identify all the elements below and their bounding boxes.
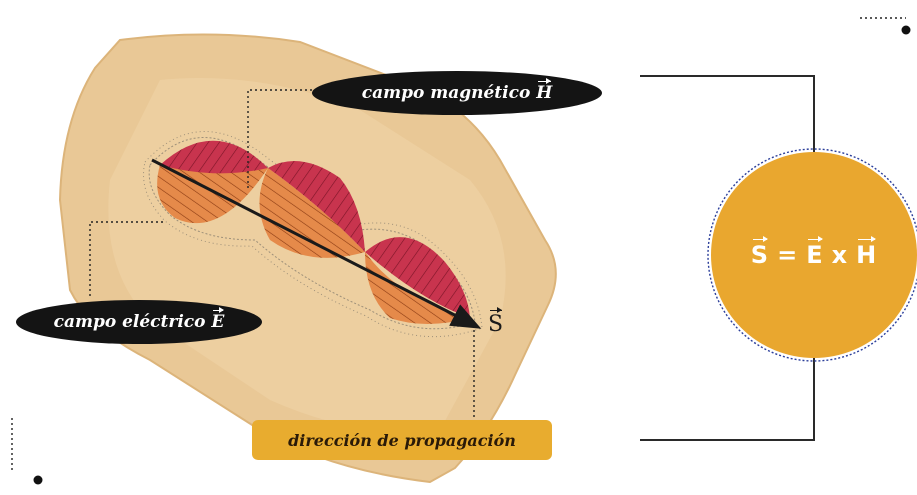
magnetic-wave-mid <box>268 160 365 252</box>
corner-dot-bottom <box>33 475 43 485</box>
poynting-formula: S = E x H <box>711 152 917 358</box>
propagation-direction-label: dirección de propagación <box>252 420 552 460</box>
magnetic-wave <box>160 140 470 318</box>
magnetic-field-text: campo magnético <box>361 83 531 103</box>
formula-e: E <box>806 236 824 269</box>
electric-field-text: campo eléctrico <box>53 312 206 332</box>
formula-bracket <box>640 75 815 441</box>
electric-field-symbol: E <box>211 307 225 332</box>
formula-s: S <box>750 236 770 269</box>
poynting-vector-symbol: S <box>488 307 504 337</box>
formula-equals: = <box>777 241 799 269</box>
formula-h: H <box>856 236 878 269</box>
electric-field-label: campo eléctrico E <box>16 300 262 344</box>
electric-wave <box>157 165 470 324</box>
propagation-direction-text: dirección de propagación <box>288 430 516 450</box>
propagation-axis <box>151 158 482 329</box>
magnetic-field-symbol: H <box>536 78 553 103</box>
s-vector-letter: S <box>488 307 504 337</box>
formula-times: x <box>831 241 849 269</box>
formula-ring <box>707 148 917 362</box>
corner-dot-top <box>901 25 911 35</box>
leader-lines <box>11 17 906 470</box>
magnetic-field-label: campo magnético H <box>312 71 602 115</box>
